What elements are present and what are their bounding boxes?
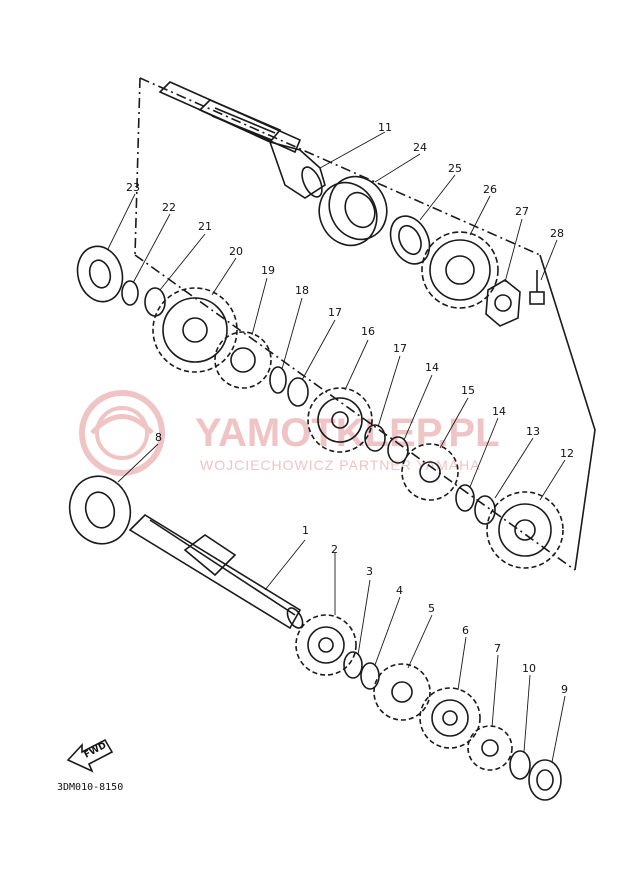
callout-7: 7 [494,642,501,655]
gear-20 [152,287,238,373]
leader-lines [107,131,566,763]
bearing-8 [68,475,132,545]
callout-28: 28 [550,227,564,240]
gear-15 [401,443,459,501]
circlip-22 [121,280,139,306]
washer-10 [509,750,531,780]
bolt-28 [529,270,545,305]
circlip-14-lower [455,484,475,512]
callout-14-upper: 14 [425,361,439,374]
bearing-23 [76,245,124,303]
washer-13 [474,495,496,525]
callout-25: 25 [448,162,462,175]
drive-axle-group-outline [134,77,596,571]
callout-20: 20 [229,245,243,258]
callout-19: 19 [261,264,275,277]
washer-3 [343,651,363,679]
callout-15: 15 [461,384,475,397]
callout-1: 1 [302,524,309,537]
callout-16: 16 [361,325,375,338]
drive-sprocket-26 [421,231,499,309]
lock-washer-27 [485,279,521,327]
gear-5 [373,663,431,721]
gear-6 [419,687,481,749]
callout-9: 9 [561,683,568,696]
fwd-label: FWD [83,741,108,761]
callout-3: 3 [366,565,373,578]
callouts: 1 2 3 4 5 6 7 8 9 10 11 12 13 14 14 15 1… [126,121,574,696]
callout-2: 2 [331,543,338,556]
callout-18: 18 [295,284,309,297]
bearing-24 [318,175,388,247]
callout-24: 24 [413,141,427,154]
watermark: YAMOTKLEP.PL WOJCIECHOWICZ PARTNER YAMAH… [79,390,500,476]
oil-seal-25 [389,215,431,265]
callout-14-lower: 14 [492,405,506,418]
callout-11: 11 [378,121,392,134]
circlip-18 [269,366,287,394]
callout-10: 10 [522,662,536,675]
callout-6: 6 [462,624,469,637]
fwd-arrow-icon: FWD [66,738,114,773]
callout-8: 8 [155,431,162,444]
gear-19 [214,331,272,389]
callout-22: 22 [162,201,176,214]
circlip-14-upper [387,436,409,464]
callout-21: 21 [198,220,212,233]
gear-12 [486,491,564,569]
drive-axle-shaft [158,81,326,199]
callout-12: 12 [560,447,574,460]
callout-26: 26 [483,183,497,196]
washer-17-upper [287,377,309,407]
callout-23: 23 [126,181,140,194]
callout-13: 13 [526,425,540,438]
callout-17-upper: 17 [328,306,342,319]
callout-4: 4 [396,584,403,597]
washer-17-lower [364,424,386,452]
watermark-logo-icon [79,390,165,476]
watermark-subtitle: WOJCIECHOWICZ PARTNER YAMAHA [200,457,481,473]
callout-5: 5 [428,602,435,615]
gear-7 [467,725,513,771]
circlip-4 [360,662,380,690]
washer-21 [144,287,166,317]
main-axle-shaft [128,513,304,630]
bearing-9 [528,759,562,801]
gear-16 [307,387,373,453]
callout-27: 27 [515,205,529,218]
gear-2 [295,614,357,676]
diagram-code: 3DM010-8150 [57,782,123,793]
callout-17-lower: 17 [393,342,407,355]
